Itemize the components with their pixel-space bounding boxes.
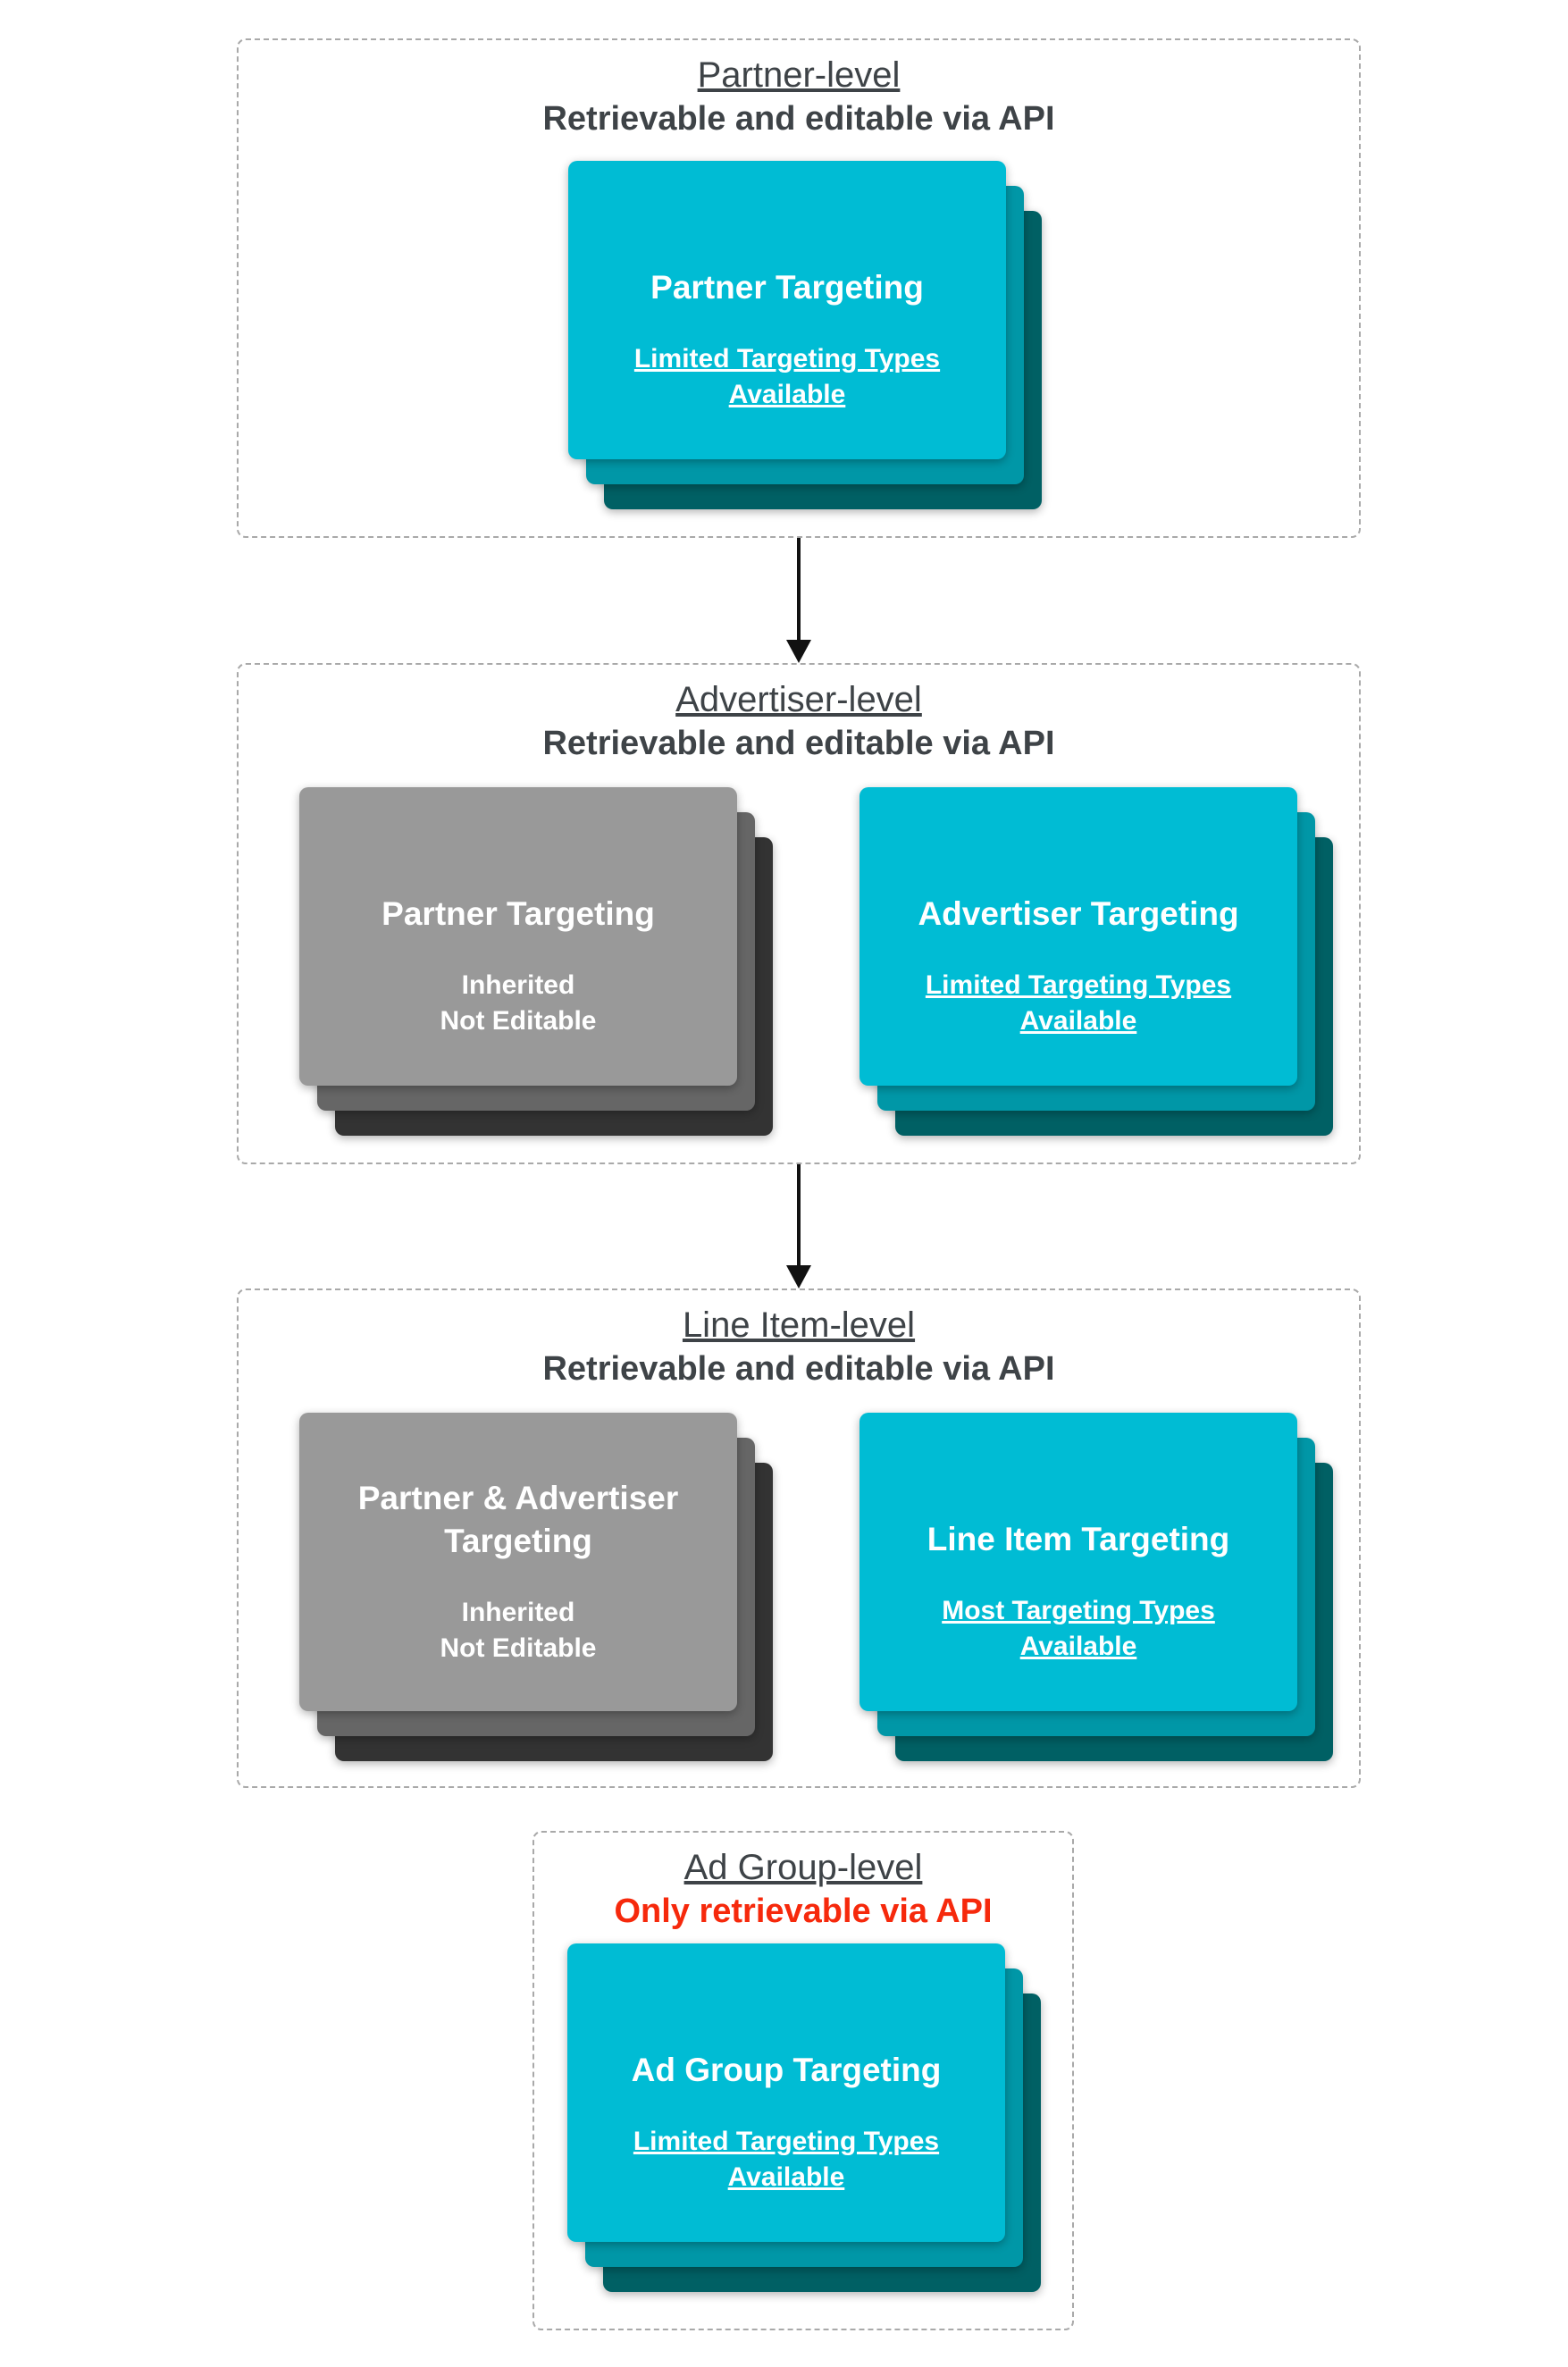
card-title: Partner Targeting <box>382 895 655 932</box>
card-title: Partner & Advertiser Targeting <box>357 1480 679 1559</box>
card-face: Advertiser Targeting Limited Targeting T… <box>859 787 1297 1086</box>
card-face: Line Item Targeting Most Targeting Types… <box>859 1413 1297 1711</box>
section-ad-group-level: Ad Group-level Only retrievable via API … <box>532 1831 1074 2330</box>
card-subtitle: Most Targeting Types Available <box>942 1596 1215 1661</box>
section-title: Partner-level <box>697 55 901 95</box>
arrow-shaft <box>797 538 801 640</box>
section-partner-level: Partner-level Retrievable and editable v… <box>237 38 1361 538</box>
section-advertiser-level: Advertiser-level Retrievable and editabl… <box>237 663 1361 1164</box>
card-face: Partner & Advertiser Targeting Inherited… <box>299 1413 737 1711</box>
card-subtitle: Limited Targeting Types Available <box>925 970 1232 1036</box>
arrow-head <box>786 640 811 663</box>
card-title: Ad Group Targeting <box>631 2052 942 2088</box>
card-partner-targeting: Partner Targeting Limited Targeting Type… <box>568 161 1042 509</box>
card-face: Ad Group Targeting Limited Targeting Typ… <box>567 1943 1005 2242</box>
card-title: Advertiser Targeting <box>918 895 1239 932</box>
section-title: Ad Group-level <box>683 1848 923 1887</box>
card-advertiser-targeting: Advertiser Targeting Limited Targeting T… <box>859 787 1333 1136</box>
card-subtitle: Inherited Not Editable <box>440 970 597 1036</box>
card-inherited-partner-advertiser-targeting: Partner & Advertiser Targeting Inherited… <box>299 1413 773 1761</box>
section-line-item-level: Line Item-level Retrievable and editable… <box>237 1288 1361 1788</box>
card-face: Partner Targeting Inherited Not Editable <box>299 787 737 1086</box>
section-subtitle: Retrievable and editable via API <box>542 100 1055 138</box>
card-title: Partner Targeting <box>650 269 924 306</box>
arrow-head <box>786 1265 811 1288</box>
section-subtitle: Retrievable and editable via API <box>542 725 1055 762</box>
card-inherited-partner-targeting: Partner Targeting Inherited Not Editable <box>299 787 773 1136</box>
down-arrow-icon <box>786 1164 811 1288</box>
arrow-shaft <box>797 1164 801 1265</box>
card-ad-group-targeting: Ad Group Targeting Limited Targeting Typ… <box>567 1943 1041 2292</box>
section-subtitle: Only retrievable via API <box>614 1893 993 1930</box>
card-line-item-targeting: Line Item Targeting Most Targeting Types… <box>859 1413 1333 1761</box>
section-title: Line Item-level <box>682 1305 916 1345</box>
section-subtitle: Retrievable and editable via API <box>542 1350 1055 1388</box>
card-title: Line Item Targeting <box>927 1521 1230 1557</box>
card-face: Partner Targeting Limited Targeting Type… <box>568 161 1006 459</box>
card-subtitle: Limited Targeting Types Available <box>633 344 941 409</box>
section-title: Advertiser-level <box>675 680 922 719</box>
card-subtitle: Limited Targeting Types Available <box>633 2127 940 2192</box>
card-subtitle: Inherited Not Editable <box>440 1598 597 1663</box>
down-arrow-icon <box>786 538 811 663</box>
